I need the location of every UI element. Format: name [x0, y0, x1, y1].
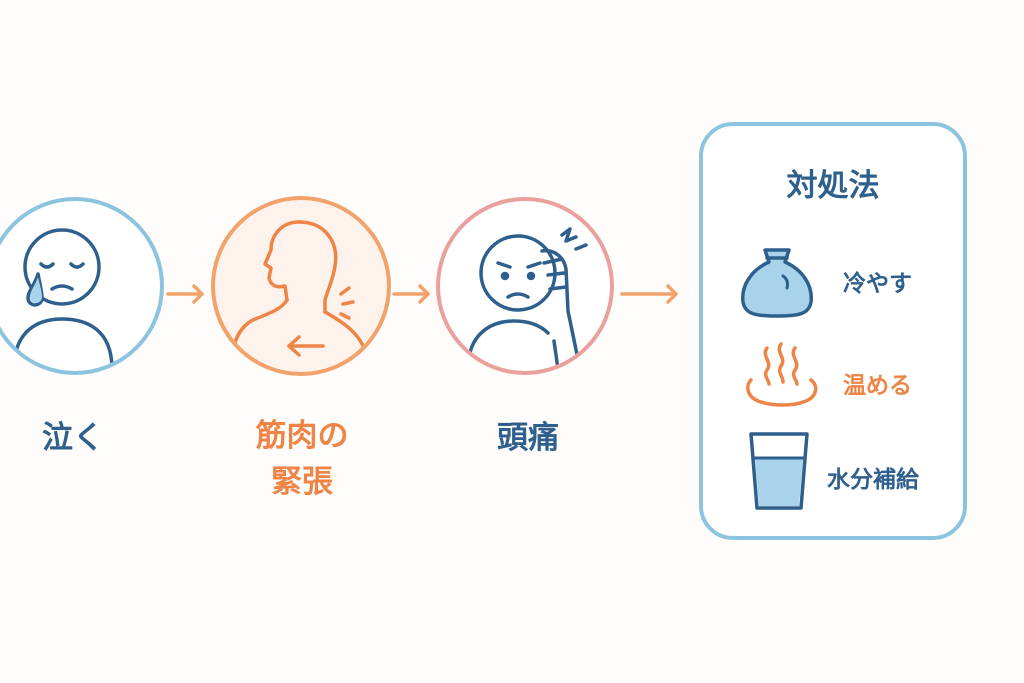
- hot-steam-icon: [746, 342, 818, 407]
- neck-tension-icon: [229, 220, 373, 372]
- remedies-title: 対処法: [786, 168, 880, 204]
- crying-step-circle: [0, 197, 164, 375]
- arrow-icon: [392, 284, 430, 304]
- ice-bag-icon: [741, 248, 813, 318]
- arrow-icon: [166, 284, 204, 304]
- crying-label: 泣く: [42, 420, 104, 456]
- headache-icon: [466, 227, 588, 371]
- arrow-icon: [620, 284, 678, 304]
- muscle-tension-label: 筋肉の 緊張: [255, 418, 349, 500]
- remedy-water-label: 水分補給: [827, 467, 919, 493]
- muscle-tension-step-circle: [211, 196, 391, 376]
- remedy-warm-label: 温める: [843, 373, 912, 399]
- remedy-cool-label: 冷やす: [843, 271, 912, 297]
- headache-label: 頭痛: [497, 420, 559, 456]
- crying-face-icon: [12, 228, 114, 371]
- headache-step-circle: [436, 197, 614, 375]
- water-glass-icon: [749, 432, 809, 510]
- remedies-panel: 対処法 冷やす 温める 水分補給: [699, 122, 967, 540]
